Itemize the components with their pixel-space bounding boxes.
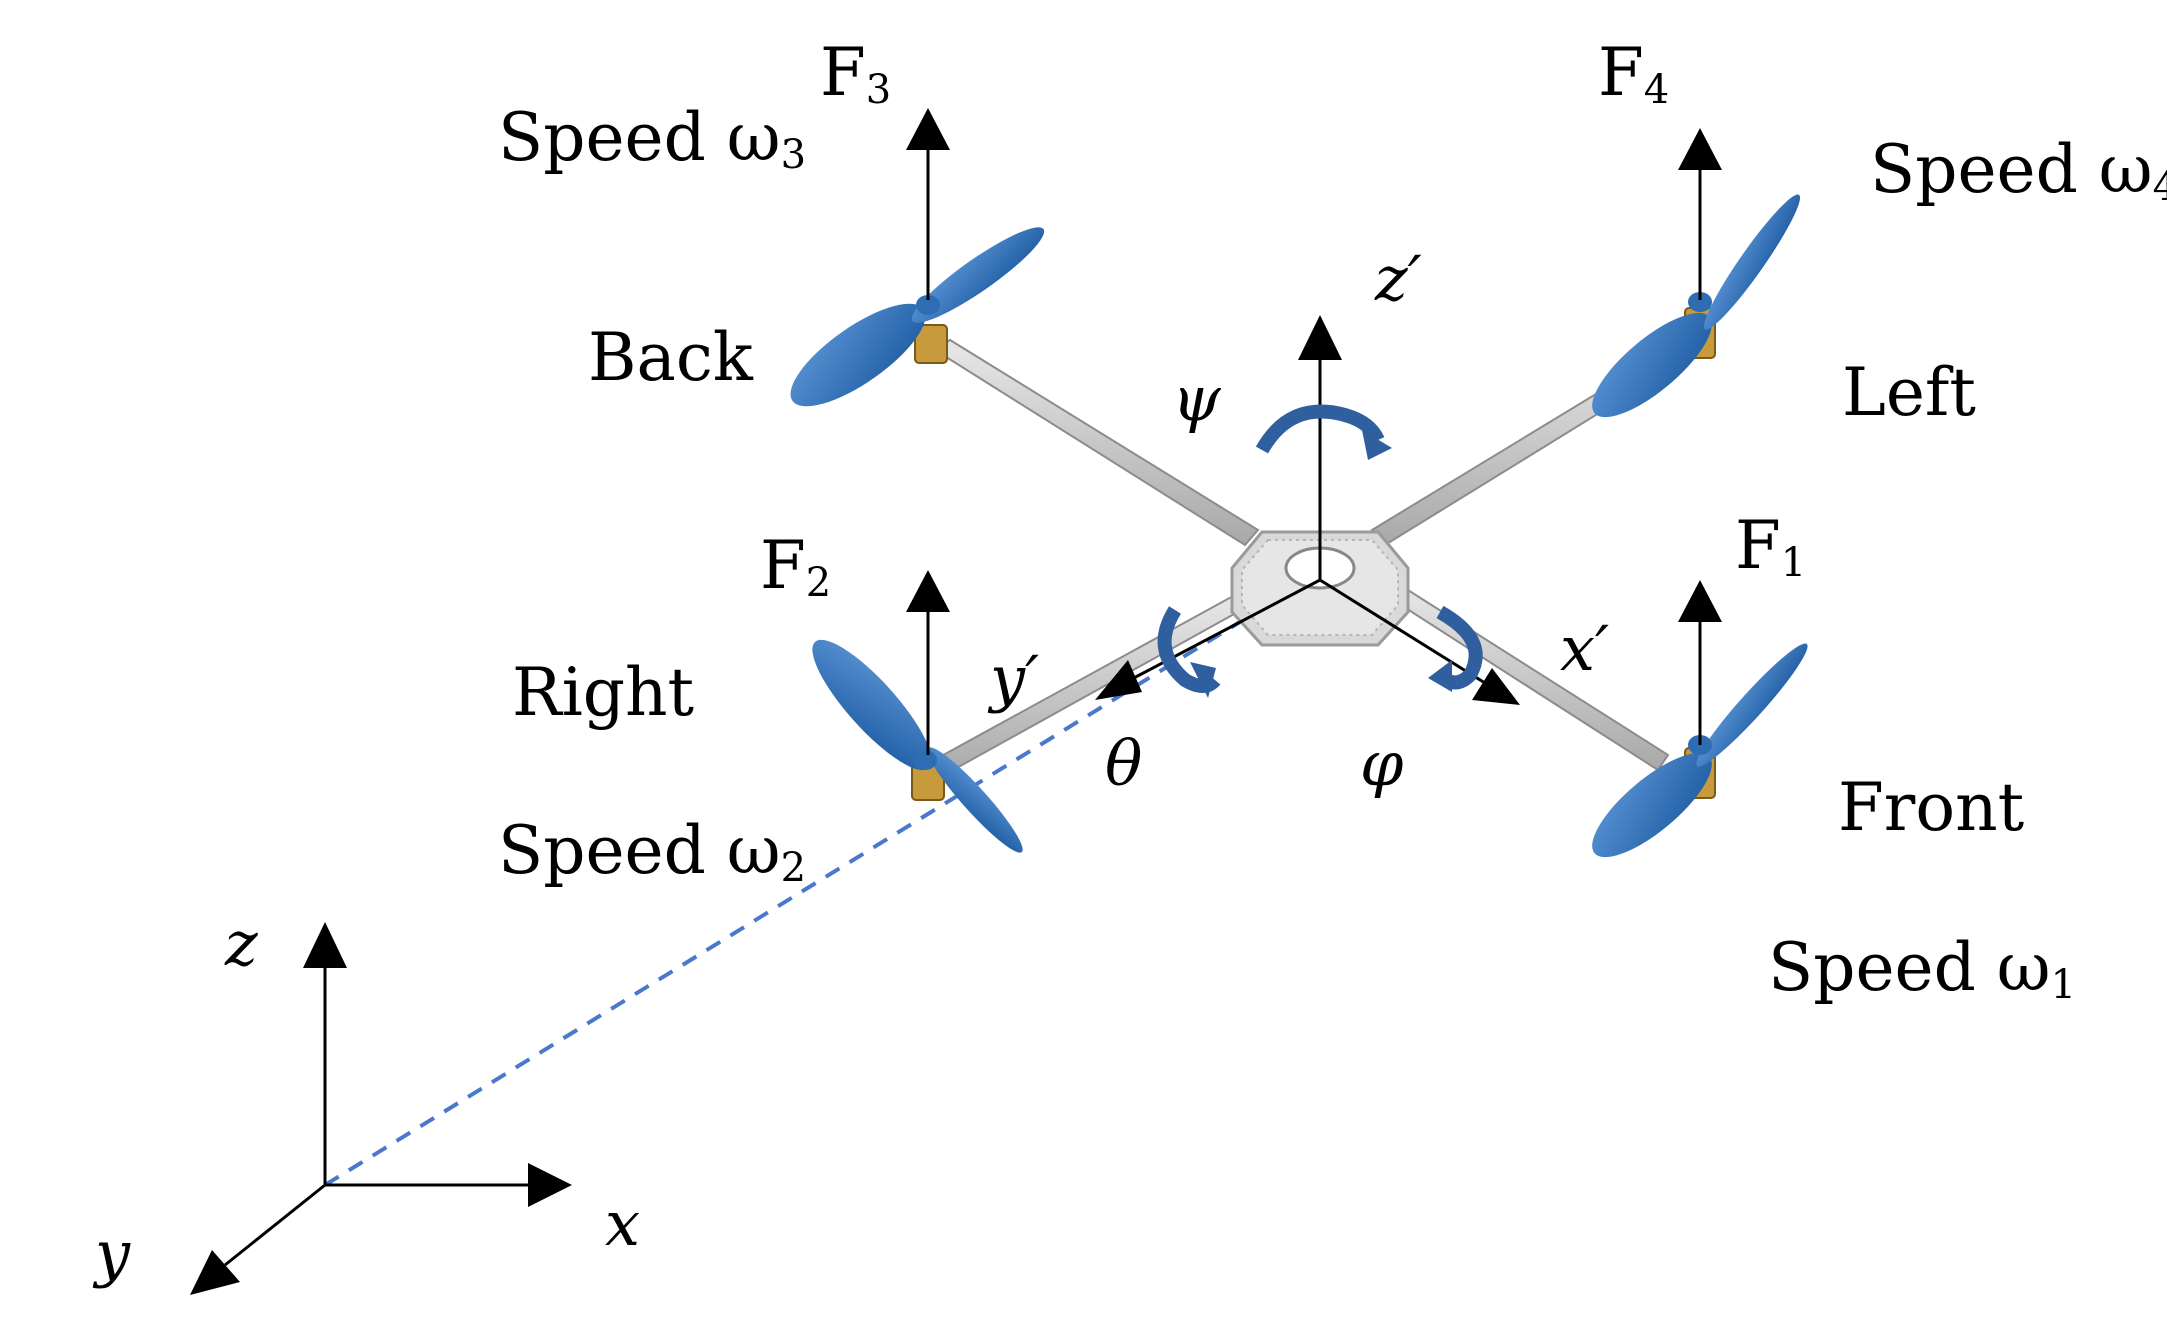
rotor-front bbox=[1592, 643, 1808, 858]
label-speed-w2: Speed ω2 bbox=[498, 812, 806, 891]
label-world-y: y bbox=[92, 1217, 131, 1290]
label-roll: φ bbox=[1360, 727, 1404, 800]
force-arrow-f2 bbox=[906, 570, 950, 755]
rotor-right bbox=[812, 639, 1023, 853]
force-arrow-f3 bbox=[906, 108, 950, 300]
label-f3: F3 bbox=[820, 34, 891, 113]
label-left: Left bbox=[1842, 354, 1976, 431]
projection-dashed-line bbox=[323, 583, 1302, 1187]
body-axis-z bbox=[1298, 315, 1342, 580]
label-right: Right bbox=[512, 654, 694, 731]
label-world-x: x bbox=[605, 1187, 640, 1260]
body-axis-x bbox=[1319, 578, 1520, 705]
world-axis-y bbox=[190, 1183, 326, 1295]
label-yaw: ψ bbox=[1172, 362, 1222, 435]
world-axis-x bbox=[325, 1163, 572, 1207]
label-body-z: z′ bbox=[1374, 242, 1422, 315]
roll-rotation-arrow bbox=[1428, 605, 1483, 692]
pitch-rotation-arrow bbox=[1157, 606, 1221, 698]
label-f4: F4 bbox=[1598, 34, 1669, 113]
label-front: Front bbox=[1838, 769, 2024, 846]
center-hub bbox=[1230, 530, 1410, 647]
label-pitch: θ bbox=[1105, 727, 1142, 800]
rotor-back bbox=[790, 227, 1045, 407]
label-world-z: z bbox=[224, 907, 258, 980]
yaw-rotation-arrow bbox=[1255, 404, 1392, 460]
label-f2: F2 bbox=[760, 527, 831, 606]
label-back: Back bbox=[588, 319, 754, 396]
label-f1: F1 bbox=[1735, 507, 1806, 586]
force-arrow-f4 bbox=[1678, 128, 1722, 300]
label-body-x: x′ bbox=[1560, 612, 1609, 685]
force-arrow-f1 bbox=[1678, 580, 1722, 745]
label-speed-w1: Speed ω1 bbox=[1768, 929, 2076, 1008]
body-axis-y bbox=[1095, 578, 1321, 700]
rotor-left bbox=[1592, 194, 1801, 418]
label-speed-w3: Speed ω3 bbox=[498, 99, 806, 178]
label-speed-w4: Speed ω4 bbox=[1870, 131, 2167, 210]
label-body-y: y′ bbox=[987, 642, 1039, 715]
world-axis-z bbox=[303, 922, 347, 1185]
